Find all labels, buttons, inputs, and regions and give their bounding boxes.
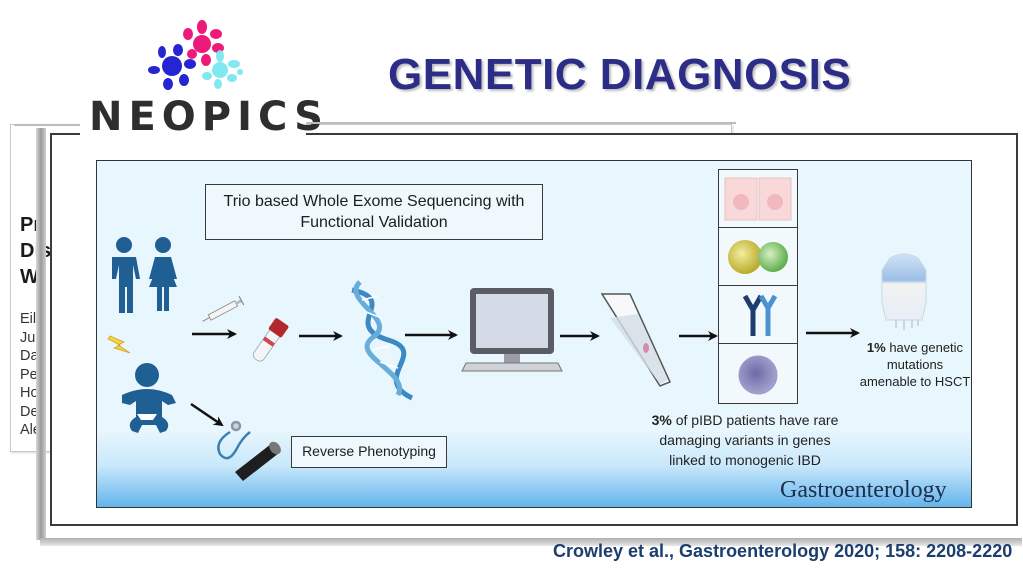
blood-tube-icon: [252, 318, 289, 362]
citation-text: Crowley et al., Gastroenterology 2020; 1…: [553, 541, 1013, 561]
arrow: [190, 402, 224, 427]
lightning-icon: [107, 335, 131, 354]
stat-1-percent: 1% have genetic mutations amenable to HS…: [840, 339, 990, 390]
frame-shadow-bottom: [40, 538, 1022, 546]
author-fragment: Ale: [20, 422, 41, 438]
epithelial-cells-icon: [724, 177, 792, 221]
immune-cells-panel: [719, 228, 797, 286]
stat-value: 3%: [651, 412, 672, 428]
journal-logo-text: Gastroenterology: [780, 477, 947, 503]
divider-rule: [14, 124, 84, 126]
slide-icon: [600, 293, 672, 387]
stethoscope-icon: [217, 420, 251, 460]
dna-icon: [351, 280, 414, 401]
parents-icon: [112, 237, 177, 313]
reverse-phenotyping-box: Reverse Phenotyping: [291, 436, 447, 468]
lymphocyte-icon: [738, 355, 778, 395]
logo-background: [80, 98, 306, 140]
neopics-logo-text: NEOPICS: [89, 94, 329, 140]
cyan-flower-icon: [202, 50, 243, 89]
computer-icon: [461, 288, 563, 372]
slide-title: GENETIC DIAGNOSIS: [388, 50, 852, 99]
transfusion-bag-icon: [881, 253, 927, 330]
endoscope-icon: [235, 441, 281, 481]
antibody-icon: [742, 294, 778, 336]
cell-types-stack: [718, 169, 798, 404]
lymphocyte-panel: [719, 344, 797, 402]
stat-text: amenable to HSCT: [859, 374, 971, 389]
frame-shadow: [36, 128, 46, 540]
syringe-icon: [202, 295, 245, 322]
baby-icon: [122, 363, 176, 433]
epithelial-cells-panel: [719, 170, 797, 228]
stat-text: mutations: [886, 357, 944, 372]
immune-cells-icon: [728, 240, 788, 274]
stat-value: 1%: [866, 340, 886, 355]
pink-flower-icon: [183, 20, 224, 66]
wes-label-line: Trio based Whole Exome Sequencing with: [223, 193, 525, 210]
blue-flower-icon: [148, 44, 196, 90]
stat-text: have genetic: [885, 340, 964, 355]
stat-text: of pIBD patients have rare: [671, 412, 839, 428]
stat-text: linked to monogenic IBD: [669, 452, 821, 468]
author-fragment: Ho: [20, 385, 39, 401]
stat-3-percent: 3% of pIBD patients have rare damaging v…: [620, 410, 870, 470]
wes-label-line: Functional Validation: [300, 214, 448, 231]
neopics-flower-logo-icon: [148, 20, 243, 90]
divider-rule: [306, 122, 736, 124]
wes-label-box: Trio based Whole Exome Sequencing with F…: [205, 184, 543, 240]
antibody-panel: [719, 286, 797, 344]
title-fragment: Pr: [20, 214, 42, 236]
stat-text: damaging variants in genes: [659, 432, 831, 448]
